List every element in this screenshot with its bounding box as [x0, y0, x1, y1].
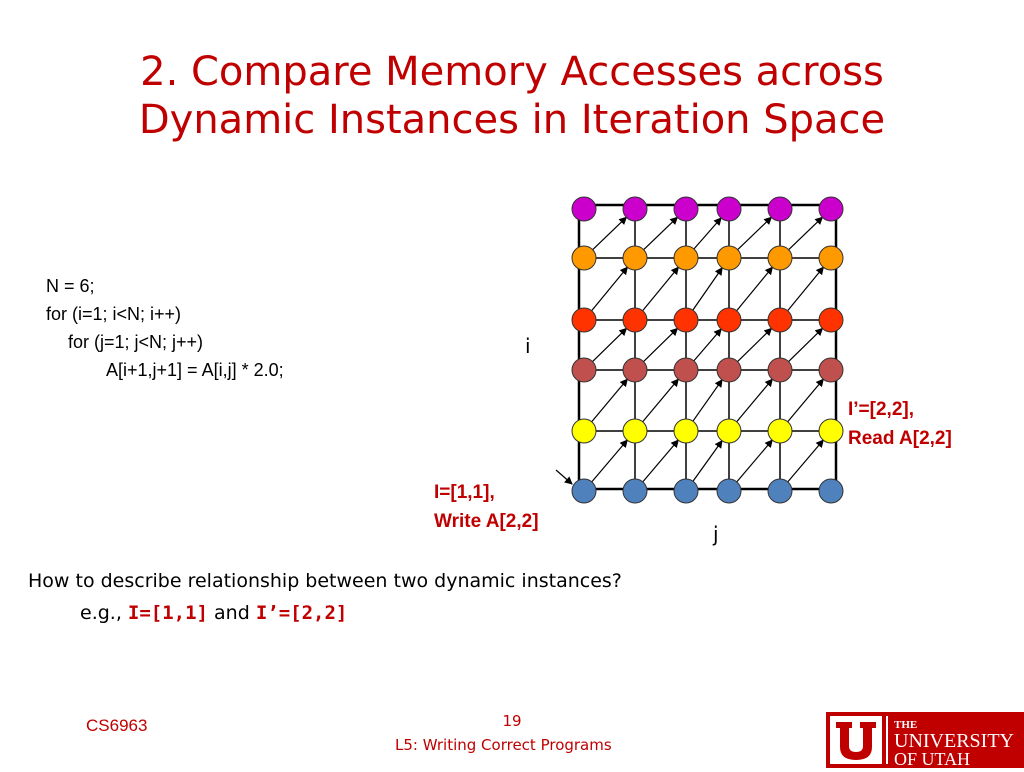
dependence-arrow	[737, 327, 773, 363]
iteration-node	[818, 196, 844, 222]
axis-label-j: j	[713, 522, 719, 546]
iteration-node	[673, 478, 699, 504]
iteration-node	[716, 196, 742, 222]
grid-border	[577, 203, 838, 491]
slide-title: 2. Compare Memory Accesses across Dynami…	[0, 48, 1024, 144]
example-and: and	[208, 602, 256, 624]
iteration-node	[818, 418, 844, 444]
dependence-arrow	[591, 266, 629, 312]
iteration-node	[767, 307, 793, 333]
dependence-arrow	[787, 378, 824, 423]
code-line-3: for (j=1; j<N; j++)	[68, 332, 204, 352]
footer-page-number: 19	[502, 712, 522, 730]
axis-label-i: i	[525, 334, 531, 358]
example-prefix: e.g.,	[80, 602, 128, 624]
annotation-read: I’=[2,2], Read A[2,2]	[848, 395, 952, 453]
code-block: N = 6; for (i=1; i<N; i++) for (j=1; j<N…	[46, 272, 284, 384]
footer-course: CS6963	[86, 716, 148, 735]
dependence-arrow	[736, 266, 774, 312]
iteration-node	[673, 307, 699, 333]
example-I: I=[1,1]	[127, 602, 208, 624]
iteration-node	[571, 478, 597, 504]
dependence-arrow	[788, 216, 824, 251]
iteration-node	[571, 357, 597, 383]
iteration-node	[767, 245, 793, 271]
annotation-write-line-1: I=[1,1],	[434, 482, 495, 503]
title-line-2: Dynamic Instances in Iteration Space	[138, 97, 886, 143]
example-text: e.g., I=[1,1] and I’=[2,2]	[80, 598, 347, 628]
code-line-4: A[i+1,j+1] = A[i,j] * 2.0;	[106, 360, 284, 380]
dependence-arrow	[642, 439, 679, 483]
dependence-arrow	[692, 378, 723, 422]
iteration-node	[571, 418, 597, 444]
iteration-node	[673, 245, 699, 271]
iteration-node	[622, 245, 648, 271]
dependence-arrow	[692, 267, 723, 311]
code-line-1: N = 6;	[46, 276, 95, 296]
annotation-read-line-1: I’=[2,2],	[848, 399, 914, 420]
iteration-node	[571, 196, 597, 222]
iteration-node	[767, 357, 793, 383]
iteration-node	[673, 196, 699, 222]
iteration-node	[767, 418, 793, 444]
dependence-arrow	[591, 439, 628, 483]
iteration-node	[673, 357, 699, 383]
footer-lecture-title: L5: Writing Correct Programs	[395, 736, 612, 754]
dependence-arrow	[642, 378, 679, 423]
iteration-node	[818, 245, 844, 271]
dependence-arrow	[591, 378, 628, 423]
iteration-node	[622, 418, 648, 444]
title-line-1: 2. Compare Memory Accesses across	[140, 49, 884, 95]
dependence-arrow	[737, 216, 773, 251]
dependence-arrow	[643, 327, 679, 363]
iteration-node	[716, 478, 742, 504]
logo-divider	[886, 716, 888, 764]
code-line-2: for (i=1; i<N; i++)	[46, 304, 182, 324]
dependence-arrow	[592, 216, 628, 251]
dependence-arrow	[788, 327, 824, 363]
annotation-write: I=[1,1], Write A[2,2]	[434, 478, 539, 536]
dependence-arrow	[693, 217, 722, 250]
logo-u-letter-icon	[836, 722, 876, 760]
dependence-arrow	[692, 439, 723, 482]
iteration-node	[716, 307, 742, 333]
iteration-node	[716, 418, 742, 444]
iteration-node	[622, 478, 648, 504]
dependence-arrow	[592, 327, 628, 363]
iteration-node	[818, 478, 844, 504]
iteration-node	[818, 307, 844, 333]
iteration-node	[818, 357, 844, 383]
iteration-node	[622, 307, 648, 333]
example-Iprime: I’=[2,2]	[255, 602, 348, 624]
logo-text-the: THE	[894, 719, 917, 731]
dependence-arrow	[643, 216, 679, 251]
logo-text-university: UNIVERSITY	[894, 730, 1014, 752]
dependence-arrow	[736, 439, 773, 483]
iteration-node	[571, 307, 597, 333]
iteration-node	[716, 357, 742, 383]
question-text: How to describe relationship between two…	[28, 570, 622, 592]
dependence-arrow	[642, 266, 680, 312]
dependence-arrow	[787, 266, 825, 312]
iteration-node	[673, 418, 699, 444]
iteration-node	[622, 196, 648, 222]
dependence-arrow	[787, 439, 824, 483]
dependence-arrow	[693, 328, 722, 362]
iteration-node	[622, 357, 648, 383]
iteration-node	[716, 245, 742, 271]
iteration-node	[571, 245, 597, 271]
logo-text-of-utah: OF UTAH	[894, 749, 970, 768]
annotation-read-line-2: Read A[2,2]	[848, 428, 952, 449]
university-logo: THE UNIVERSITY OF UTAH	[826, 712, 1024, 769]
annotation-pointer-arrow	[555, 469, 573, 485]
dependence-arrow	[736, 378, 773, 423]
annotation-write-line-2: Write A[2,2]	[434, 511, 539, 532]
university-logo-graphic: THE UNIVERSITY OF UTAH	[826, 712, 1024, 769]
iteration-node	[767, 196, 793, 222]
iteration-node	[767, 478, 793, 504]
